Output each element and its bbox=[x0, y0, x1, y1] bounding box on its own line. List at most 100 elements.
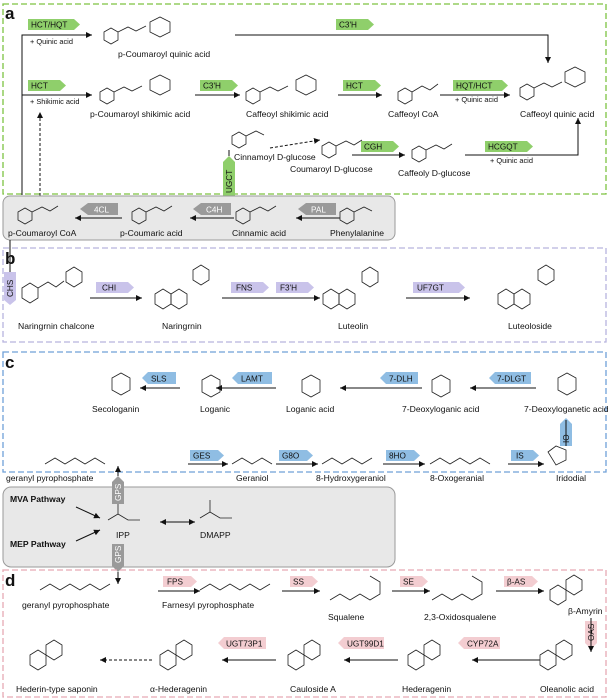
structure-cinnamoyl-glucose bbox=[231, 130, 265, 149]
enzyme-cgh: CGH bbox=[361, 141, 399, 152]
structure-caffeoyl-quinic bbox=[519, 66, 586, 101]
enzyme-cyp72a: CYP72A bbox=[458, 637, 500, 649]
compound-geraniol: Geraniol bbox=[236, 473, 269, 483]
structure-cauloside bbox=[287, 639, 321, 671]
svg-text:SS: SS bbox=[293, 578, 304, 587]
svg-text:C4H: C4H bbox=[206, 206, 222, 215]
compound-a-hederagenin: α-Hederagenin bbox=[150, 684, 207, 694]
compound-luteoloside: Luteoloside bbox=[508, 321, 552, 331]
svg-text:FPS: FPS bbox=[167, 578, 183, 587]
panel-d-frame bbox=[2, 569, 607, 698]
enzyme-8ho: 8HO bbox=[386, 450, 420, 461]
enzyme-is: IS bbox=[511, 450, 539, 461]
svg-text:4CL: 4CL bbox=[94, 206, 109, 215]
enzyme-ugct: UGCT bbox=[223, 156, 235, 196]
compound-squalene: Squalene bbox=[328, 612, 365, 622]
structure-loganic bbox=[201, 374, 221, 398]
compound-oleanolic: Oleanolic acid bbox=[540, 684, 594, 694]
structure-naringrnin-chalcone bbox=[21, 266, 83, 304]
svg-text:CHS: CHS bbox=[6, 279, 15, 297]
svg-text:CGH: CGH bbox=[364, 143, 382, 152]
mva-pathway-label: MVA Pathway bbox=[10, 494, 66, 504]
svg-text:HCT/HQT: HCT/HQT bbox=[31, 21, 67, 30]
compound-cinnamoyl-glucose: Cinnamoyl D-glucose bbox=[234, 152, 316, 162]
enzyme-hct-2: HCT bbox=[343, 80, 381, 91]
structure-caffeoyl-coa bbox=[397, 83, 439, 105]
structure-oxogeranial bbox=[429, 457, 491, 465]
compound-hydroxygeraniol: 8-Hydroxygeraniol bbox=[316, 473, 386, 483]
compound-p-coumaroyl-coa: p-Coumaroyl CoA bbox=[8, 228, 77, 238]
structure-hederagenin bbox=[407, 639, 441, 671]
structure-luteoloside bbox=[497, 264, 555, 310]
compound-hederagenin: Hederagenin bbox=[402, 684, 451, 694]
structure-luteolin bbox=[322, 266, 379, 310]
cofactor-quinic-3: + Quinic acid bbox=[490, 156, 533, 165]
enzyme-ges: GES bbox=[190, 450, 224, 461]
cofactor-quinic-1: + Quinic acid bbox=[30, 37, 73, 46]
panel-a-frame bbox=[2, 3, 607, 195]
panel-d-label: d bbox=[5, 571, 15, 590]
structure-iridodial bbox=[547, 445, 567, 466]
compound-naringrnin-chalcone: Naringrnin chalcone bbox=[18, 321, 95, 331]
mep-pathway-label: MEP Pathway bbox=[10, 539, 66, 549]
structure-saponin bbox=[29, 639, 63, 671]
structure-loganic-acid bbox=[301, 374, 321, 398]
compound-caffeoly-glucose: Caffeoly D-glucose bbox=[398, 168, 471, 178]
cofactor-shikimic: + Shikimic acid bbox=[30, 97, 80, 106]
enzyme-ugt99d1: UGT99D1 bbox=[338, 637, 384, 649]
svg-text:C3'H: C3'H bbox=[203, 82, 221, 91]
panel-a-label: a bbox=[5, 4, 15, 23]
compound-loganic-acid: Loganic acid bbox=[286, 404, 334, 414]
enzyme-hqt-hct: HQT/HCT bbox=[453, 80, 508, 91]
compound-luteolin: Luteolin bbox=[338, 321, 368, 331]
structure-cinnamic bbox=[235, 205, 277, 225]
svg-text:G8O: G8O bbox=[282, 452, 299, 461]
structure-hydroxygeraniol bbox=[321, 457, 373, 465]
svg-text:7-DLGT: 7-DLGT bbox=[497, 375, 526, 384]
compound-coumaroyl-glucose: Coumaroyl D-glucose bbox=[290, 164, 373, 174]
svg-text:GPS: GPS bbox=[114, 483, 123, 501]
enzyme-ugt73p1: UGT73P1 bbox=[218, 637, 266, 649]
structure-p-coumaric bbox=[131, 205, 173, 225]
svg-text:LAMT: LAMT bbox=[241, 375, 263, 384]
enzyme-b-as: β-AS bbox=[504, 576, 538, 587]
enzyme-hct-hqt: HCT/HQT bbox=[28, 19, 80, 30]
enzyme-pal: PAL bbox=[298, 203, 336, 215]
enzyme-chs: CHS bbox=[4, 272, 16, 305]
svg-text:FNS: FNS bbox=[236, 284, 253, 293]
compound-fpp: Farnesyl pyrophosphate bbox=[162, 600, 254, 610]
svg-text:F3'H: F3'H bbox=[280, 284, 297, 293]
compound-loganic: Loganic bbox=[200, 404, 231, 414]
enzyme-c3h-top: C3'H bbox=[336, 19, 374, 30]
enzyme-g8o: G8O bbox=[279, 450, 313, 461]
structure-p-coumaroyl-quinic bbox=[103, 16, 171, 45]
structure-caffeoyl-shikimic bbox=[245, 74, 317, 105]
compound-caffeoyl-shikimic: Caffeoyl shikimic acid bbox=[246, 109, 329, 119]
svg-text:UGT73P1: UGT73P1 bbox=[226, 640, 263, 649]
structure-coumaroyl-glucose bbox=[321, 139, 363, 159]
svg-text:PAL: PAL bbox=[311, 206, 326, 215]
enzyme-fns: FNS bbox=[231, 282, 269, 293]
structure-dmapp bbox=[199, 500, 232, 519]
compound-gpp-c: geranyl pyrophosphate bbox=[6, 473, 94, 483]
enzyme-sls: SLS bbox=[142, 372, 176, 384]
structure-gpp-c bbox=[44, 457, 106, 465]
panel-c-label: c bbox=[5, 353, 14, 372]
enzyme-4cl: 4CL bbox=[80, 203, 118, 215]
svg-text:C3'H: C3'H bbox=[339, 21, 357, 30]
compound-naringrnin: Naringrnin bbox=[162, 321, 202, 331]
ipp-label: IPP bbox=[116, 530, 130, 540]
enzyme-7dlgt: 7-DLGT bbox=[489, 372, 531, 384]
svg-text:GPS: GPS bbox=[114, 545, 123, 563]
structure-squalene bbox=[329, 575, 381, 601]
svg-text:UF7GT: UF7GT bbox=[417, 284, 444, 293]
panel-c-frame bbox=[2, 351, 607, 473]
svg-text:SLS: SLS bbox=[151, 375, 167, 384]
compound-b-amyrin: β-Amyrin bbox=[568, 606, 603, 616]
dmapp-label: DMAPP bbox=[200, 530, 231, 540]
structure-oleanolic bbox=[539, 639, 573, 671]
structure-gpp-d bbox=[39, 583, 111, 591]
compound-oxidosqualene: 2,3-Oxidosqualene bbox=[424, 612, 496, 622]
svg-text:HCGQT: HCGQT bbox=[488, 143, 518, 152]
mva-mep-box bbox=[2, 486, 396, 568]
